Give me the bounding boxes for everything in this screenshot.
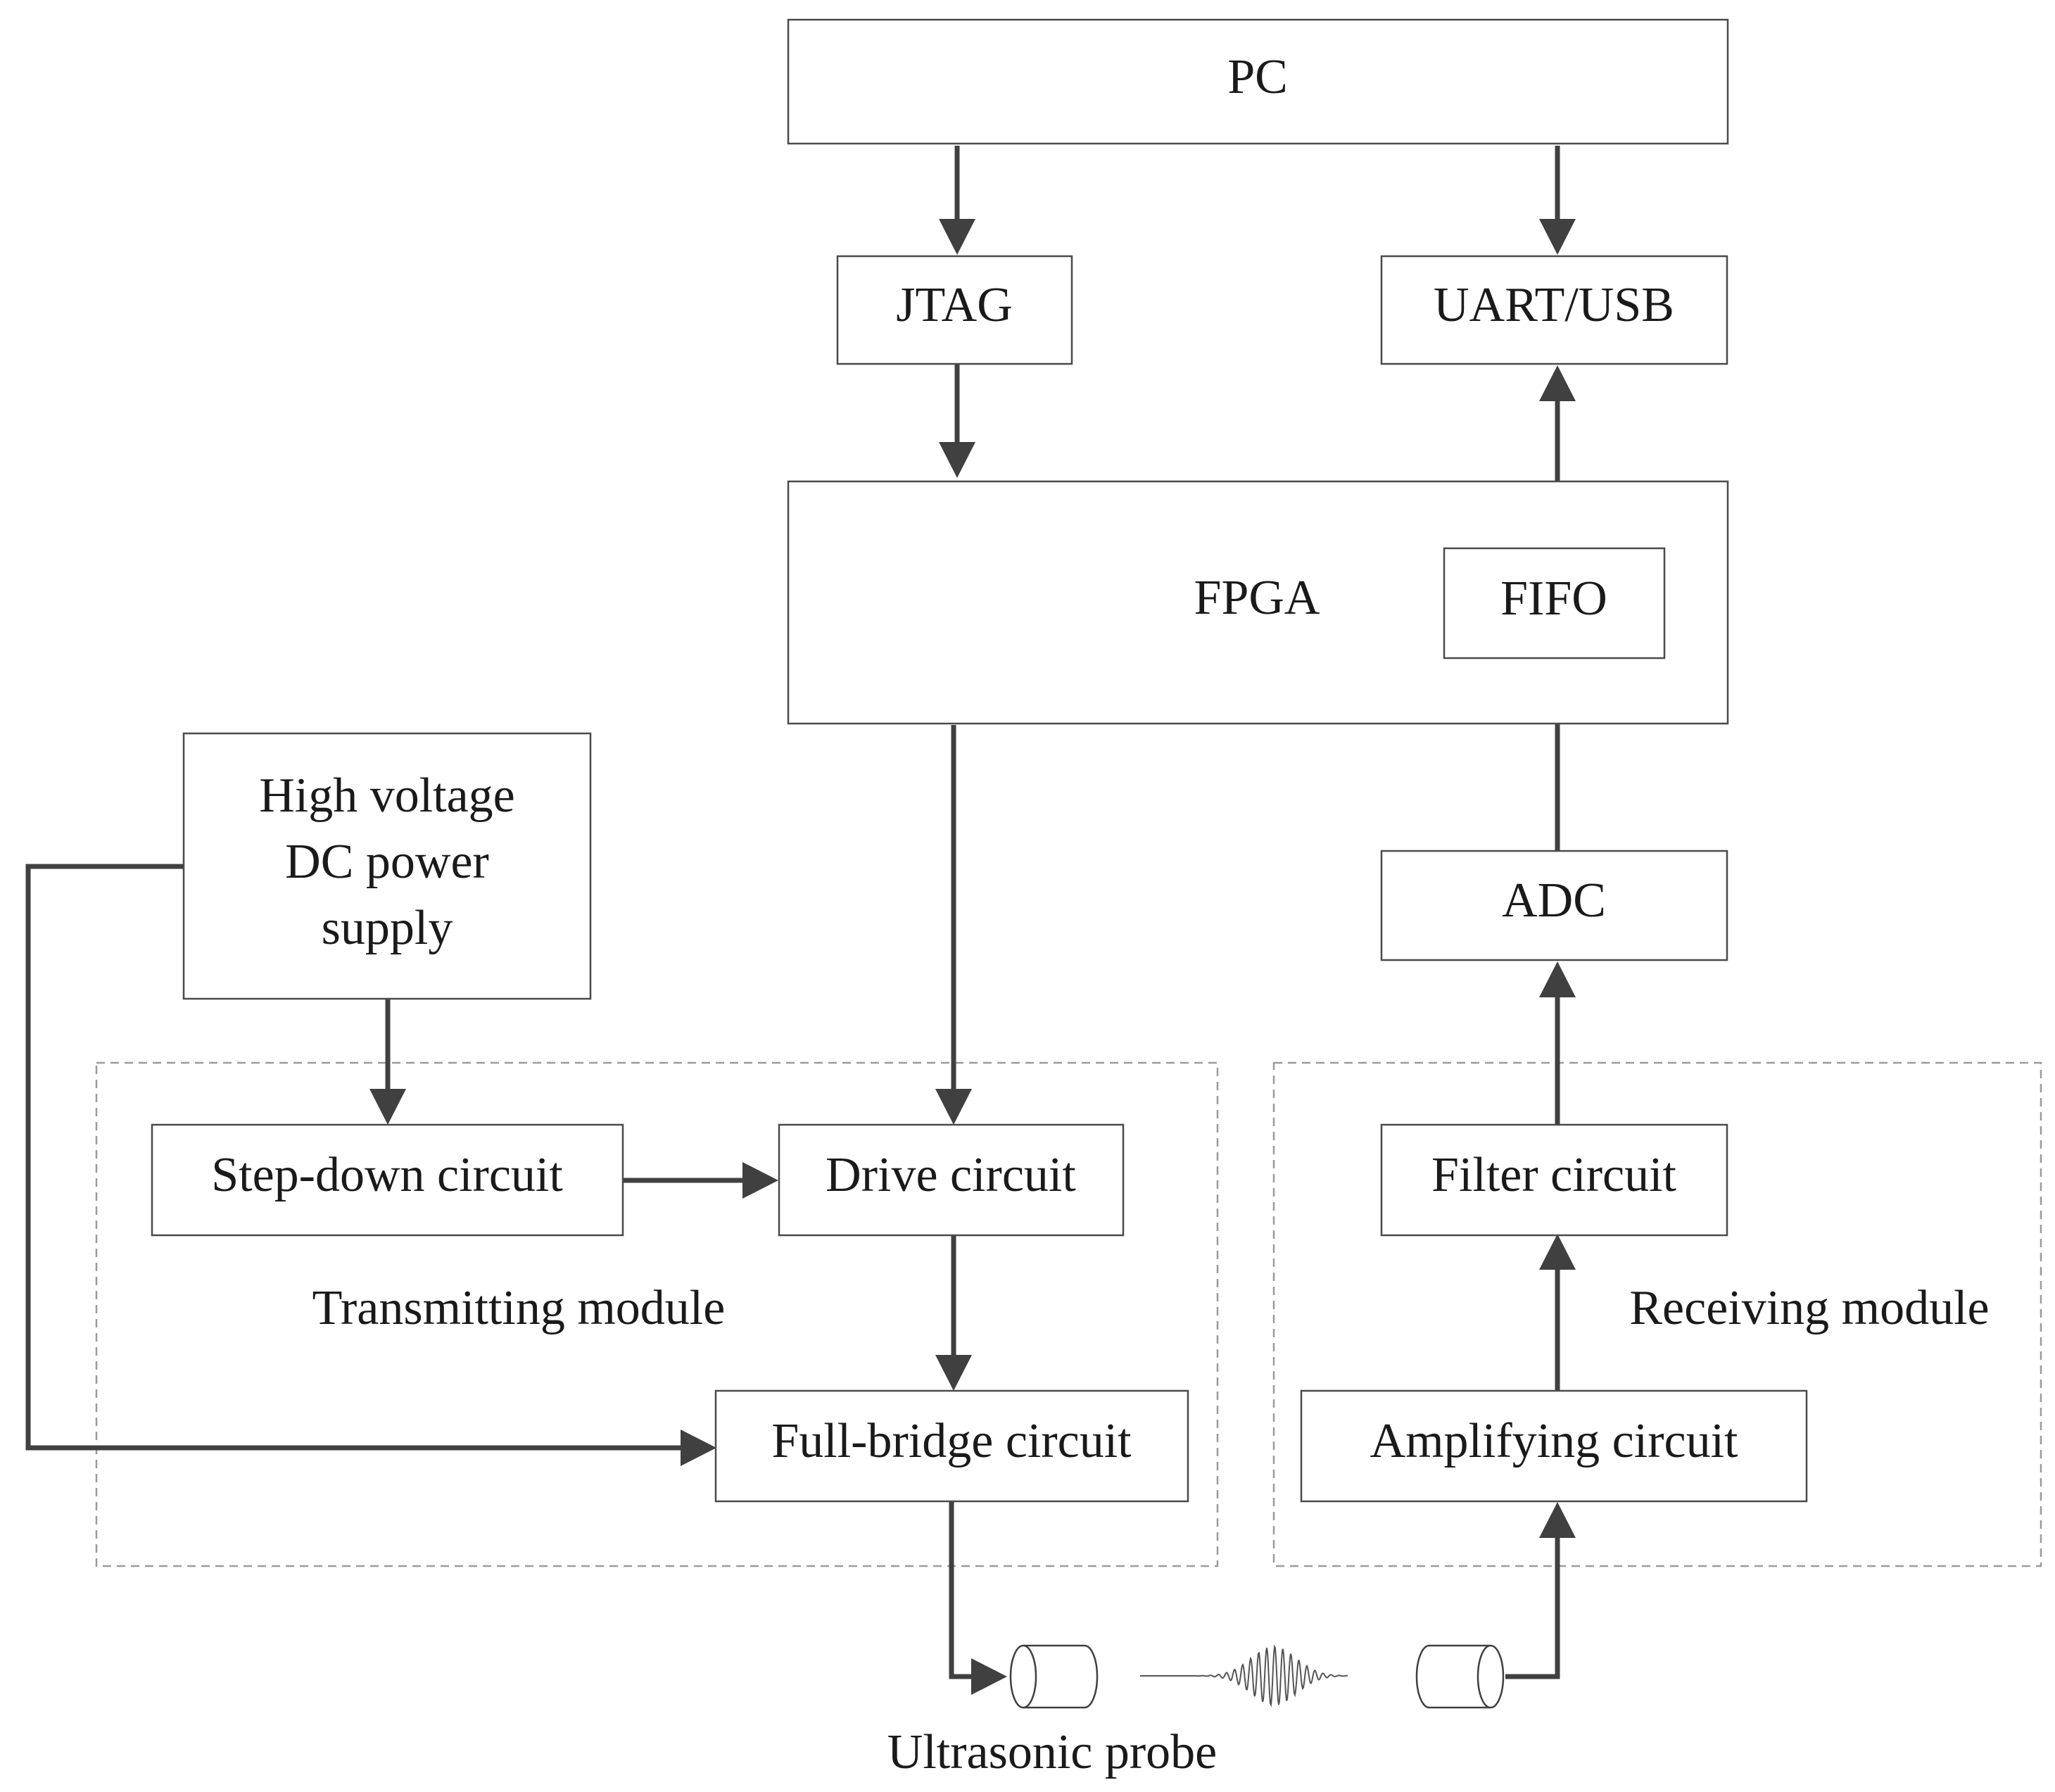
receive-probe-icon [1415,1644,1505,1709]
adc-block: ADC [1380,850,1728,961]
arrowhead-adc-in [1539,961,1576,997]
arrow-fullbridge-to-probe [949,1501,982,1679]
uart-usb-label: UART/USB [1434,278,1674,332]
transmitting-module-frame [95,1061,1219,1567]
step-down-label: Step-down circuit [211,1148,563,1202]
adc-label: ADC [1502,873,1606,928]
full-bridge-label: Full-bridge circuit [771,1414,1132,1468]
arrowhead-fpga [939,442,975,478]
amplifying-label: Amplifying circuit [1370,1414,1739,1468]
transmit-probe-icon [1009,1644,1099,1709]
arrowhead-fullbridge-left [681,1430,716,1466]
fpga-label: FPGA [1194,571,1320,625]
arrowhead-fullbridge [935,1355,972,1391]
hv-power-label-line3: supply [322,901,453,955]
amplifying-block: Amplifying circuit [1300,1389,1808,1503]
receiving-module-label: Receiving module [1629,1281,1989,1335]
hv-power-label-line1: High voltage [259,769,515,823]
arrowhead-drive [935,1089,972,1125]
drive-label: Drive circuit [826,1148,1076,1202]
filter-label: Filter circuit [1431,1148,1677,1202]
pc-block: PC [787,18,1729,145]
drive-block: Drive circuit [778,1123,1125,1237]
arrowhead-stepdown [369,1089,406,1125]
arrowhead-uart [1539,219,1576,255]
arrowhead-drive-left [742,1162,778,1199]
arrowhead-probe-tx [971,1658,1007,1695]
probe-label: Ultrasonic probe [887,1725,1217,1779]
fifo-block: FIFO [1443,547,1666,660]
arrowhead-uart-in [1539,365,1576,401]
step-down-block: Step-down circuit [151,1123,624,1237]
jtag-block: JTAG [836,255,1073,365]
jtag-label: JTAG [896,278,1013,332]
hv-power-label-line2: DC power [285,835,489,889]
arrowhead-filter-in [1539,1234,1576,1270]
filter-block: Filter circuit [1380,1123,1728,1237]
arrow-probe-to-amplifying [1505,1525,1560,1679]
ultrasonic-wave-icon [1140,1644,1348,1708]
uart-usb-block: UART/USB [1380,255,1728,365]
transmitting-module-label: Transmitting module [312,1281,726,1335]
fifo-label: FIFO [1500,572,1607,626]
receiving-module-frame [1272,1061,2042,1567]
hv-power-block: High voltage DC power supply [182,732,592,1000]
full-bridge-block: Full-bridge circuit [714,1389,1189,1503]
arrowhead-amplifying-in [1539,1502,1576,1538]
pc-label: PC [1227,50,1288,104]
arrowhead-jtag [939,219,975,255]
arrow-power-to-fullbridge [25,864,693,1451]
